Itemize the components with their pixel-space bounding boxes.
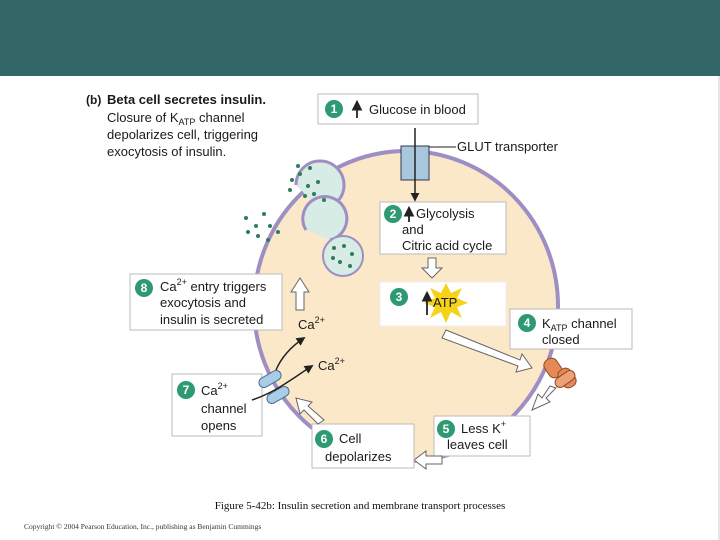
svg-text:6: 6: [321, 432, 328, 446]
svg-text:Ca2+: Ca2+: [201, 381, 228, 398]
ca-label-lower: Ca2+: [318, 356, 345, 373]
step-4-katp-closed: 4 KATP channel closed: [509, 308, 633, 350]
svg-text:Beta cell secretes insulin.: Beta cell secretes insulin.: [107, 92, 266, 107]
svg-text:3: 3: [396, 290, 403, 304]
svg-text:7: 7: [183, 383, 190, 397]
svg-text:leaves cell: leaves cell: [447, 437, 508, 452]
svg-text:Citric acid cycle: Citric acid cycle: [402, 238, 492, 253]
step-5-badge: [437, 420, 455, 438]
step-6-badge: [315, 430, 333, 448]
svg-text:Ca2+ entry triggers: Ca2+ entry triggers: [160, 277, 267, 294]
svg-text:(b): (b): [86, 93, 101, 107]
svg-text:insulin is secreted: insulin is secreted: [160, 312, 263, 327]
svg-text:1: 1: [331, 102, 338, 116]
ca-influx-arrow: [275, 337, 306, 371]
panel-heading: (b) Beta cell secretes insulin. Closure …: [86, 92, 266, 159]
atp-star-icon: [424, 283, 468, 323]
ca-influx-arrow: [251, 365, 314, 401]
svg-text:8: 8: [141, 281, 148, 295]
glut-label: GLUT transporter: [457, 139, 559, 154]
flow-arrow: [290, 277, 310, 311]
step-6-depolarizes: 6 Cell depolarizes: [311, 423, 415, 469]
ca-label-upper: Ca2+: [298, 315, 325, 332]
svg-text:exocytosis and: exocytosis and: [160, 295, 246, 310]
step-2-badge: [384, 205, 402, 223]
svg-text:Closure of KATP channel: Closure of KATP channel: [107, 110, 245, 127]
svg-text:Glycolysis: Glycolysis: [416, 206, 475, 221]
step-1-badge: [325, 100, 343, 118]
beta-cell-diagram: 1 Glucose in blood GLUT transporter 2 Gl…: [86, 92, 633, 470]
flow-arrow: [441, 329, 533, 373]
svg-text:depolarizes cell, triggering: depolarizes cell, triggering: [107, 127, 258, 142]
flow-arrow: [531, 385, 557, 411]
step-8-exocytosis: 8 Ca2+ entry triggers exocytosis and ins…: [129, 273, 283, 331]
flow-arrow: [413, 450, 443, 470]
svg-text:and: and: [402, 222, 424, 237]
flow-arrow: [420, 257, 444, 279]
step-5-less-k: 5 Less K+ leaves cell: [433, 415, 531, 457]
step-3-atp: 3 ATP: [379, 281, 507, 327]
glut-transporter: [400, 128, 456, 202]
svg-text:Less K+: Less K+: [461, 419, 506, 436]
svg-text:Glucose in blood: Glucose in blood: [369, 102, 466, 117]
svg-text:channel: channel: [201, 401, 247, 416]
figure-caption: Figure 5-42b: Insulin secretion and memb…: [214, 500, 506, 512]
katp-channel: [543, 357, 577, 389]
step-8-badge: [135, 279, 153, 297]
svg-text:KATP channel: KATP channel: [542, 316, 617, 333]
svg-text:exocytosis of insulin.: exocytosis of insulin.: [107, 144, 226, 159]
svg-text:4: 4: [524, 316, 531, 330]
insulin-vesicles: [244, 159, 364, 277]
ca-channel: [258, 370, 290, 404]
step-4-badge: [518, 314, 536, 332]
svg-text:closed: closed: [542, 332, 580, 347]
header-bar: [0, 0, 720, 76]
svg-text:5: 5: [443, 422, 450, 436]
copyright-notice: Copyright © 2004 Pearson Education, Inc.…: [24, 522, 262, 531]
step-7-ca-channel-opens: 7 Ca2+ channel opens: [171, 373, 263, 437]
step-3-badge: [390, 288, 408, 306]
flow-arrow: [295, 397, 325, 425]
svg-text:opens: opens: [201, 418, 237, 433]
step-2-glycolysis: 2 Glycolysis and Citric acid cycle: [379, 201, 507, 255]
svg-text:depolarizes: depolarizes: [325, 449, 392, 464]
svg-text:2: 2: [390, 207, 397, 221]
svg-text:ATP: ATP: [433, 295, 457, 310]
svg-text:Cell: Cell: [339, 431, 362, 446]
right-edge-rule: [718, 76, 720, 540]
step-1-glucose: 1 Glucose in blood: [317, 93, 479, 125]
step-7-badge: [177, 381, 195, 399]
